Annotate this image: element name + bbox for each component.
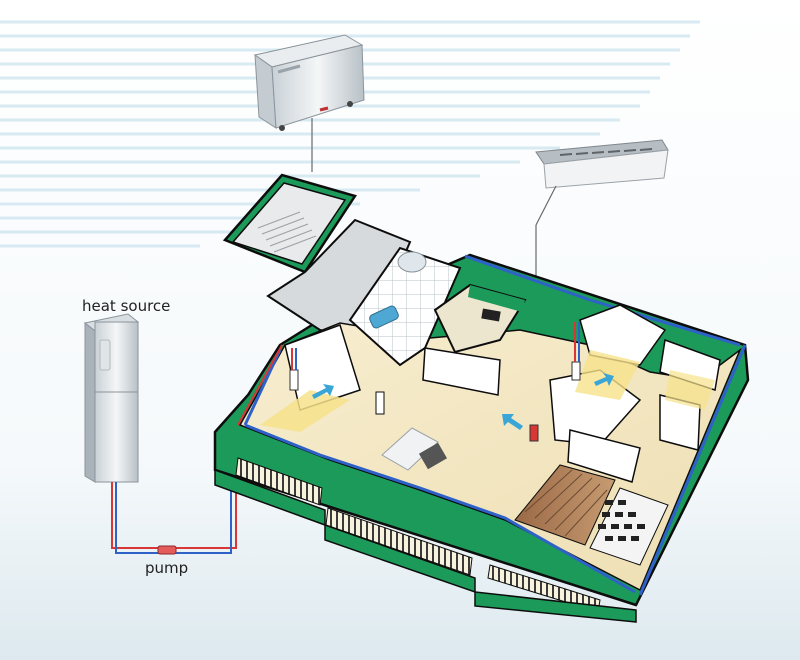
heat-source-unit-icon xyxy=(85,314,138,482)
pillar xyxy=(376,392,384,414)
pump-label: pump xyxy=(145,559,188,577)
pump-icon xyxy=(158,546,176,554)
heat-source-label: heat source xyxy=(82,297,170,315)
shower xyxy=(398,252,426,272)
wall-fan-coil-icon xyxy=(530,425,538,441)
